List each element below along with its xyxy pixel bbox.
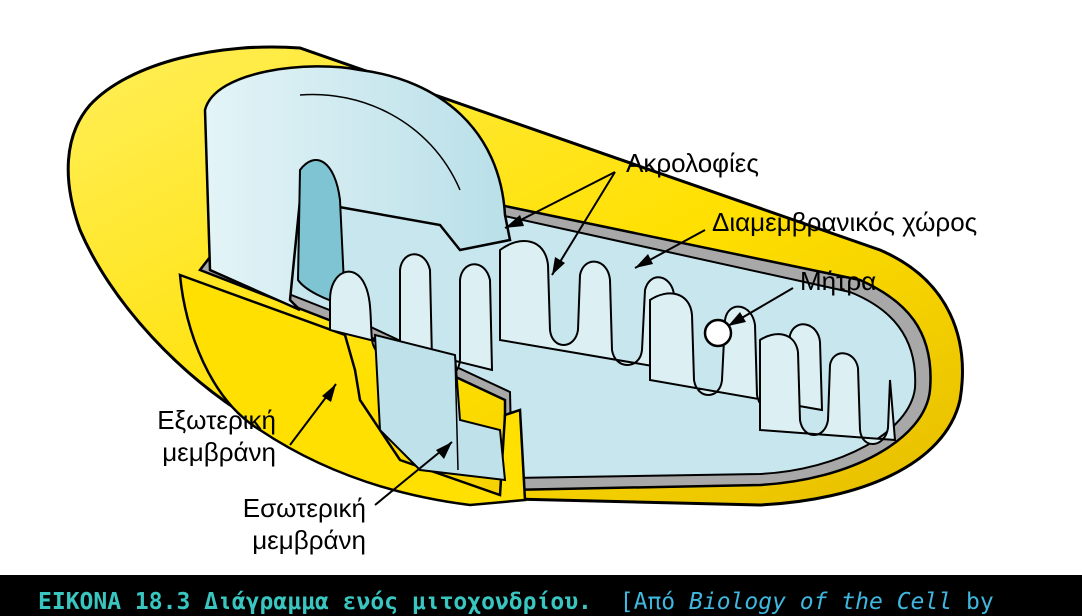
label-cristae: Ακρολοφίες bbox=[626, 148, 759, 178]
label-intermembrane-space: Διαμεμβρανικός χώρος bbox=[712, 207, 977, 237]
label-outer-membrane-line2: μεμβράνη bbox=[100, 437, 276, 467]
caption-source-title: Biology of the Cell bbox=[689, 589, 952, 615]
caption-source-suffix: by bbox=[966, 589, 994, 615]
label-outer-membrane-line1: Εξωτερική bbox=[100, 405, 276, 435]
caption-source-prefix: [Από bbox=[620, 589, 675, 615]
matrix-granule bbox=[705, 320, 731, 346]
figure-caption: ΕΙΚΟΝΑ 18.3 Διάγραμμα ενός μιτοχονδρίου.… bbox=[38, 588, 994, 616]
label-inner-membrane-line2: μεμβράνη bbox=[190, 525, 366, 555]
label-inner-membrane-line1: Εσωτερική bbox=[190, 493, 366, 523]
caption-title: ΕΙΚΟΝΑ 18.3 Διάγραμμα ενός μιτοχονδρίου. bbox=[38, 589, 592, 615]
caption-source: [Από Biology of the Cell by bbox=[620, 589, 994, 615]
label-matrix: Μήτρα bbox=[800, 266, 876, 296]
figure-panel: Ακρολοφίες Διαμεμβρανικός χώρος Μήτρα Εξ… bbox=[0, 0, 1082, 575]
mitochondrion-diagram bbox=[0, 0, 1082, 575]
